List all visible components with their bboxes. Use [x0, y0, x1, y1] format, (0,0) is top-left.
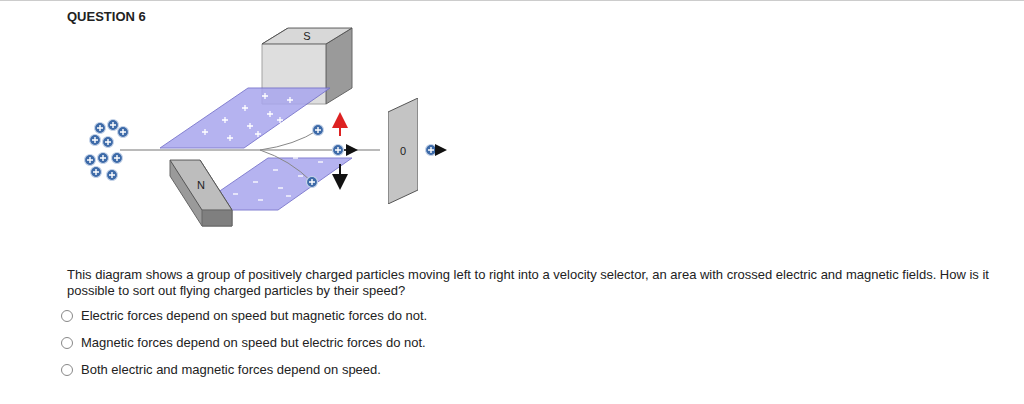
- answer-option: Both electric and magnetic forces depend…: [81, 362, 781, 378]
- question-text: This diagram shows a group of positively…: [67, 267, 997, 299]
- node-label: 0: [400, 145, 406, 157]
- north-magnet: [170, 160, 232, 226]
- answer-option: Electric forces depend on speed but magn…: [81, 308, 781, 324]
- particle-group: [85, 120, 129, 181]
- north-pole: N: [170, 160, 232, 210]
- node-label: S: [303, 30, 310, 42]
- force-arrow: [339, 164, 341, 186]
- slit-plate: 0: [388, 98, 418, 204]
- question-title: QUESTION 6: [67, 9, 146, 25]
- deflected-path: [260, 130, 318, 150]
- node-label: N: [197, 179, 205, 191]
- velocity-arrow: [344, 149, 355, 151]
- force-arrow: [339, 116, 341, 136]
- positive-plate: [160, 88, 330, 148]
- south-pole: S: [262, 28, 352, 44]
- answer-option: Magnetic forces depend on speed but elec…: [81, 335, 781, 351]
- radio-button: [62, 311, 73, 376]
- top-rule: [0, 0, 1024, 1]
- deflected-path: [260, 150, 312, 182]
- velocity-arrow: [437, 149, 444, 151]
